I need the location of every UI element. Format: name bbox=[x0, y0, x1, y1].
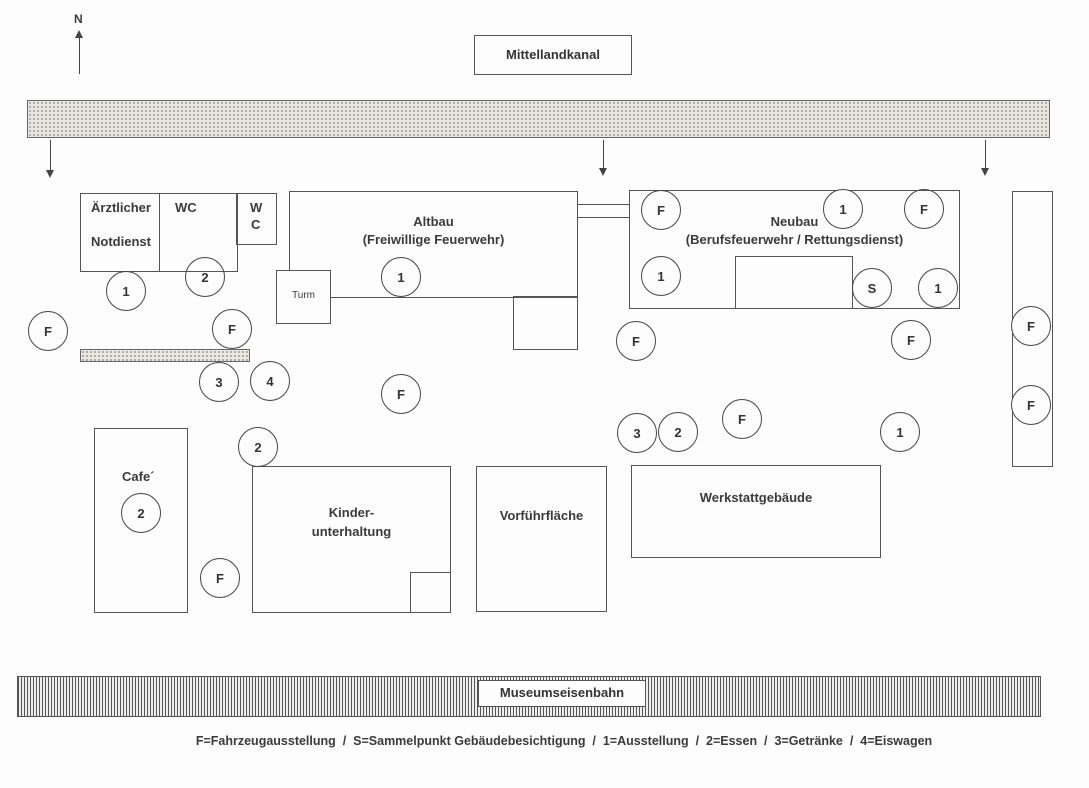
kinder-label-1: Kinder- bbox=[328, 505, 375, 520]
cafe-label: Cafe´ bbox=[122, 469, 155, 484]
turm-building bbox=[276, 270, 331, 324]
north-arrow-icon bbox=[75, 30, 83, 74]
marker-vehicle: F bbox=[1011, 306, 1051, 346]
canal-label: Mittellandkanal bbox=[474, 35, 632, 75]
altbau-subtitle: (Freiwillige Feuerwehr) bbox=[362, 232, 505, 247]
marker-vehicle: F bbox=[641, 190, 681, 230]
marker-food: 2 bbox=[121, 493, 161, 533]
marker-vehicle: F bbox=[381, 374, 421, 414]
marker-exhibition: 1 bbox=[381, 257, 421, 297]
marker-drinks: 3 bbox=[617, 413, 657, 453]
stand-bar bbox=[80, 349, 250, 362]
altbau-annex bbox=[513, 296, 578, 350]
connector-bridge bbox=[577, 204, 630, 218]
werkstatt-label: Werkstattgebäude bbox=[699, 490, 813, 505]
werkstatt-building bbox=[631, 465, 881, 558]
neubau-title: Neubau bbox=[770, 214, 819, 229]
kinder-small-box bbox=[410, 572, 451, 613]
cafe-building bbox=[94, 428, 188, 613]
down-arrow-icon bbox=[599, 140, 607, 176]
wc-label: WC bbox=[175, 200, 197, 215]
marker-vehicle: F bbox=[212, 309, 252, 349]
marker-vehicle: F bbox=[200, 558, 240, 598]
neubau-inner-box bbox=[735, 256, 853, 309]
medical-label-2: Notdienst bbox=[91, 234, 151, 249]
kinder-label-2: unterhaltung bbox=[311, 524, 392, 539]
canal bbox=[27, 100, 1050, 138]
vorfuehr-area bbox=[476, 466, 607, 612]
north-label: N bbox=[74, 12, 83, 26]
wc-small-label-1: W bbox=[250, 200, 263, 215]
medical-label-1: Ärztlicher bbox=[91, 200, 151, 215]
turm-label: Turm bbox=[292, 290, 315, 301]
altbau-building bbox=[289, 191, 578, 298]
marker-vehicle: F bbox=[891, 320, 931, 360]
marker-food: 2 bbox=[185, 257, 225, 297]
wc-small-label-2: C bbox=[251, 217, 261, 232]
down-arrow-icon bbox=[46, 140, 54, 178]
marker-meeting-point: S bbox=[852, 268, 892, 308]
marker-vehicle: F bbox=[904, 189, 944, 229]
legend: F=Fahrzeugausstellung / S=Sammelpunkt Ge… bbox=[195, 734, 933, 748]
marker-vehicle: F bbox=[28, 311, 68, 351]
railway-label: Museumseisenbahn bbox=[478, 680, 646, 707]
altbau-title: Altbau bbox=[413, 214, 454, 229]
marker-food: 2 bbox=[238, 427, 278, 467]
vorfuehr-label: Vorführfläche bbox=[499, 508, 584, 523]
wc-small-building bbox=[236, 193, 277, 245]
marker-food: 2 bbox=[658, 412, 698, 452]
marker-exhibition: 1 bbox=[641, 256, 681, 296]
marker-exhibition: 1 bbox=[880, 412, 920, 452]
marker-icecream: 4 bbox=[250, 361, 290, 401]
marker-vehicle: F bbox=[616, 321, 656, 361]
marker-vehicle: F bbox=[1011, 385, 1051, 425]
marker-vehicle: F bbox=[722, 399, 762, 439]
marker-exhibition: 1 bbox=[918, 268, 958, 308]
marker-exhibition: 1 bbox=[823, 189, 863, 229]
marker-exhibition: 1 bbox=[106, 271, 146, 311]
neubau-subtitle: (Berufsfeuerwehr / Rettungsdienst) bbox=[685, 232, 904, 247]
down-arrow-icon bbox=[981, 140, 989, 176]
kinder-area bbox=[252, 466, 451, 613]
marker-drinks: 3 bbox=[199, 362, 239, 402]
